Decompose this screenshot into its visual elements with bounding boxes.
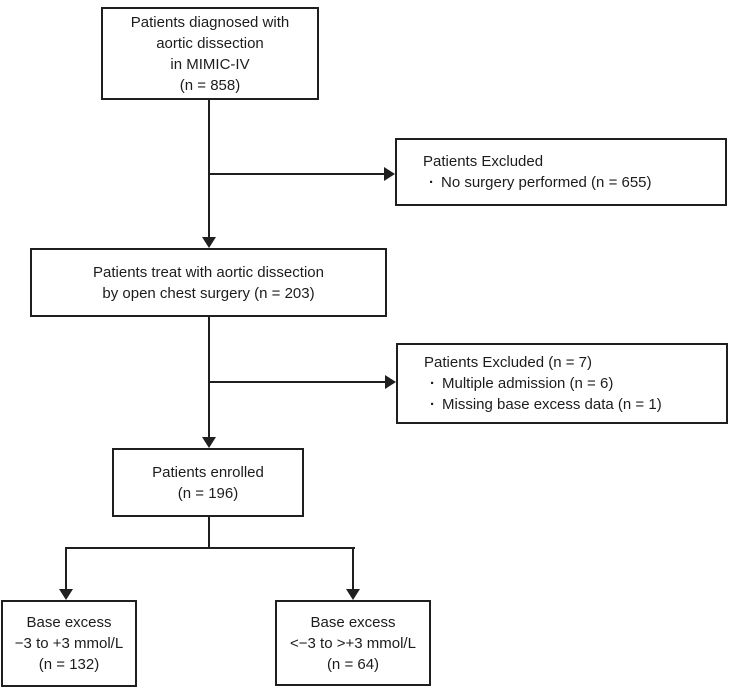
box-surgery: Patients treat with aortic dissection by…	[30, 248, 387, 317]
connector-split-left	[65, 547, 67, 589]
box-text-line: Patients enrolled	[152, 463, 264, 481]
exclusion-bullet-text: Missing base excess data (n = 1)	[442, 396, 662, 413]
connector-split-right	[352, 547, 354, 589]
exclusion-heading: Patients Excluded (n = 7)	[424, 354, 593, 371]
box-text-line: Patients treat with aortic dissection	[93, 263, 324, 281]
arrowhead-down-icon	[59, 589, 73, 600]
box-text-line: aortic dissection	[156, 34, 264, 52]
box-text-line: in MIMIC-IV	[170, 55, 250, 73]
arrowhead-right-icon	[385, 375, 396, 389]
box-excluded-other: Patients Excluded (n = 7) · Multiple adm…	[396, 343, 728, 424]
arrowhead-down-icon	[202, 237, 216, 248]
box-text-line: Base excess	[310, 613, 396, 631]
exclusion-heading: Patients Excluded	[423, 153, 544, 170]
box-text-line: <−3 to >+3 mmol/L	[290, 634, 416, 652]
exclusion-bullet: · Missing base excess data (n = 1)	[424, 394, 720, 415]
box-text-line: −3 to +3 mmol/L	[14, 635, 124, 652]
arrowhead-down-icon	[202, 437, 216, 448]
bullet-dot-icon: ·	[429, 174, 434, 191]
box-text-line: (n = 858)	[179, 76, 241, 94]
box-diagnosed: Patients diagnosed with aortic dissectio…	[101, 7, 319, 100]
box-text-line: by open chest surgery (n = 203)	[102, 284, 315, 302]
box-text-line: Patients diagnosed with	[130, 13, 290, 31]
exclusion-bullet-text: No surgery performed (n = 655)	[441, 174, 652, 191]
box-text-line: (n = 196)	[177, 484, 239, 502]
exclusion-bullet: · Multiple admission (n = 6)	[424, 373, 720, 394]
arrowhead-right-icon	[384, 167, 395, 181]
connector-enrolled-stem	[208, 517, 210, 549]
exclusion-bullet-text: Multiple admission (n = 6)	[442, 375, 614, 392]
box-text-line: (n = 64)	[326, 655, 380, 673]
bullet-dot-icon: ·	[430, 396, 435, 413]
connector-branch-excluded-2	[209, 381, 386, 383]
box-text-line: (n = 132)	[38, 656, 100, 673]
box-excluded-no-surgery: Patients Excluded · No surgery performed…	[395, 138, 727, 206]
exclusion-bullet: · No surgery performed (n = 655)	[423, 172, 719, 193]
box-text-line: Base excess	[26, 614, 112, 631]
box-enrolled: Patients enrolled (n = 196)	[112, 448, 304, 517]
box-base-excess-normal: Base excess −3 to +3 mmol/L (n = 132)	[1, 600, 137, 687]
box-base-excess-abnormal: Base excess <−3 to >+3 mmol/L (n = 64)	[275, 600, 431, 686]
bullet-dot-icon: ·	[430, 375, 435, 392]
connector-branch-excluded-1	[209, 173, 385, 175]
connector-surgery-to-enrolled	[208, 317, 210, 438]
arrowhead-down-icon	[346, 589, 360, 600]
connector-split-horizontal	[65, 547, 355, 549]
connector-diagnosed-to-surgery	[208, 99, 210, 238]
